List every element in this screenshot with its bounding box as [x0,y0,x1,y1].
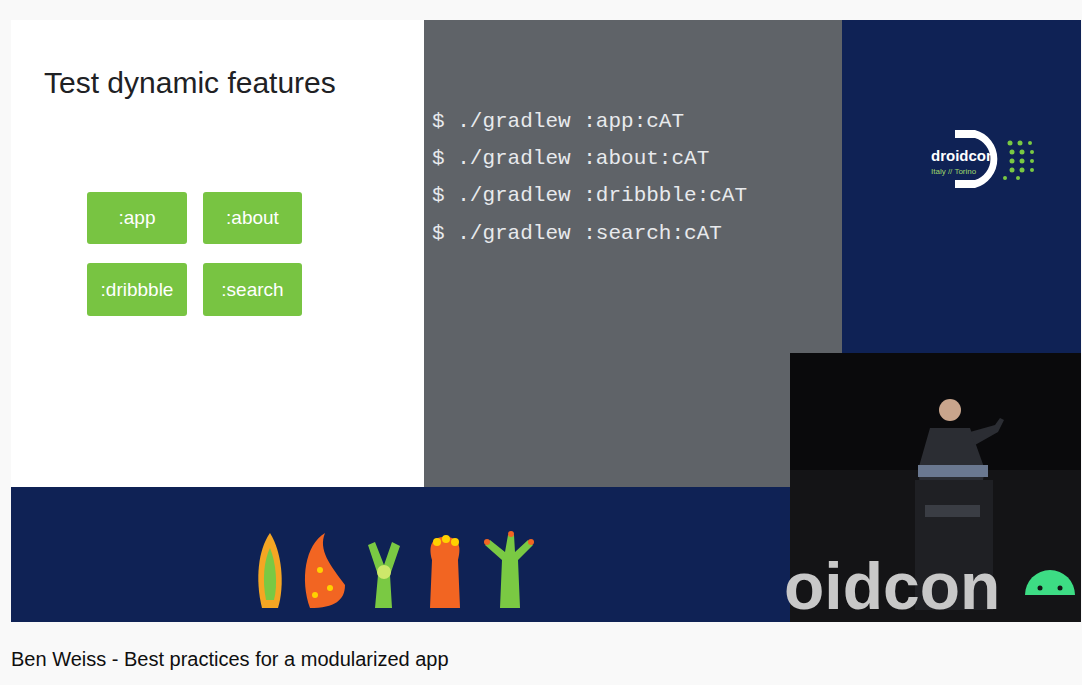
video-title: Ben Weiss - Best practices for a modular… [11,648,449,671]
gradle-command: $ ./gradlew :about:cAT [432,147,709,170]
module-name: :about [226,207,279,229]
gradle-command: $ ./gradlew :dribbble:cAT [432,184,747,207]
module-box: :app [87,192,187,244]
logo-panel [842,20,1081,354]
module-box: :about [203,192,302,244]
creature-illustrations [258,531,534,608]
slide-title: Test dynamic features [44,66,336,100]
stage-sign: oidcon [784,548,1000,624]
logo-text: droidcon [931,147,995,164]
logo-subtitle: Italy // Torino [931,167,976,176]
bottom-band [11,487,791,622]
module-name: :app [119,207,156,229]
code-panel [424,20,842,488]
module-name: :dribbble [101,279,174,301]
module-name: :search [221,279,283,301]
module-box: :search [203,263,302,316]
slide-panel [11,20,425,488]
module-box: :dribbble [87,263,187,316]
gradle-command: $ ./gradlew :app:cAT [432,110,684,133]
gradle-command: $ ./gradlew :search:cAT [432,222,722,245]
